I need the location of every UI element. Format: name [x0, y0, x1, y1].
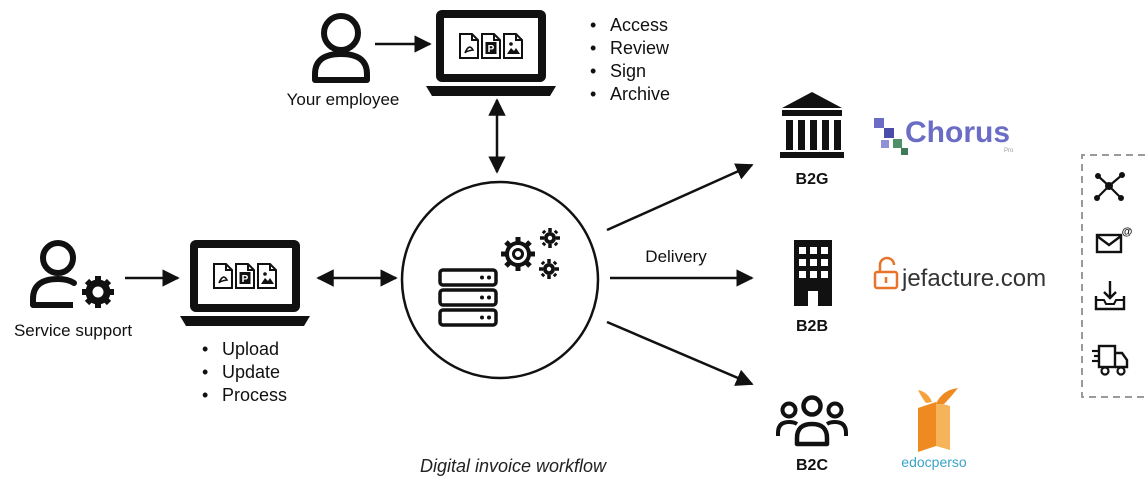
- support-label: Service support: [14, 321, 132, 340]
- gear-cluster-icon: [501, 228, 560, 279]
- support-action: Process: [222, 385, 287, 405]
- svg-text:•: •: [202, 385, 208, 405]
- gear-icon: [540, 228, 560, 248]
- svg-text:@: @: [1122, 226, 1133, 238]
- chorus-logo-sub: Pro: [1004, 148, 1014, 154]
- employee-person-icon: [312, 13, 370, 83]
- network-icon: [1094, 172, 1125, 201]
- edocperso-logo-text: edocperso: [901, 454, 967, 470]
- support-person-gear-icon: [30, 240, 114, 308]
- svg-text:•: •: [590, 15, 596, 35]
- svg-text:•: •: [590, 38, 596, 58]
- employee-action: Access: [610, 15, 668, 35]
- employee-action: Archive: [610, 84, 670, 104]
- diagram-caption: Digital invoice workflow: [420, 456, 607, 476]
- employee-action: Sign: [610, 61, 646, 81]
- svg-text:•: •: [590, 84, 596, 104]
- edocperso-logo: edocperso: [901, 388, 967, 470]
- channel-icons-panel: @: [1081, 154, 1145, 398]
- employee-actions-list: • Access • Review • Sign • Archive: [590, 15, 670, 104]
- svg-text:•: •: [202, 362, 208, 382]
- b2g-label: B2G: [796, 171, 829, 188]
- delivery-label: Delivery: [645, 247, 707, 266]
- svg-text:•: •: [202, 339, 208, 359]
- support-action: Update: [222, 362, 280, 382]
- svg-text:•: •: [590, 61, 596, 81]
- gear-icon: [501, 237, 535, 271]
- support-actions-list: • Upload • Update • Process: [202, 339, 287, 405]
- delivery-truck-icon: [1092, 344, 1129, 376]
- office-building-icon: [794, 240, 832, 306]
- chorus-logo-text: Chorus: [905, 116, 1010, 149]
- server-icon: [438, 268, 498, 327]
- chorus-logo: Chorus Pro: [874, 116, 1014, 155]
- employee-action: Review: [610, 38, 670, 58]
- group-icon: [776, 395, 848, 447]
- b2c-label: B2C: [796, 457, 828, 474]
- gear-icon: [82, 276, 114, 308]
- email-at-icon: @: [1095, 225, 1133, 254]
- jefacture-logo: jefacture.com: [873, 256, 1046, 292]
- support-action: Upload: [222, 339, 279, 359]
- jefacture-logo-text: jefacture.com: [901, 265, 1046, 292]
- b2b-label: B2B: [796, 318, 828, 335]
- employee-label: Your employee: [287, 90, 400, 109]
- inbox-download-icon: [1094, 281, 1126, 311]
- platform-circle: [400, 180, 600, 380]
- folder-logo-icon: [918, 388, 958, 452]
- government-building-icon: [780, 92, 844, 158]
- employee-laptop-icon: [426, 10, 556, 96]
- arrow-to-b2g: [606, 163, 754, 232]
- lock-icon: [873, 256, 899, 290]
- arrow-to-b2c: [606, 320, 754, 386]
- support-laptop-icon: [180, 240, 310, 326]
- gear-icon: [539, 259, 559, 279]
